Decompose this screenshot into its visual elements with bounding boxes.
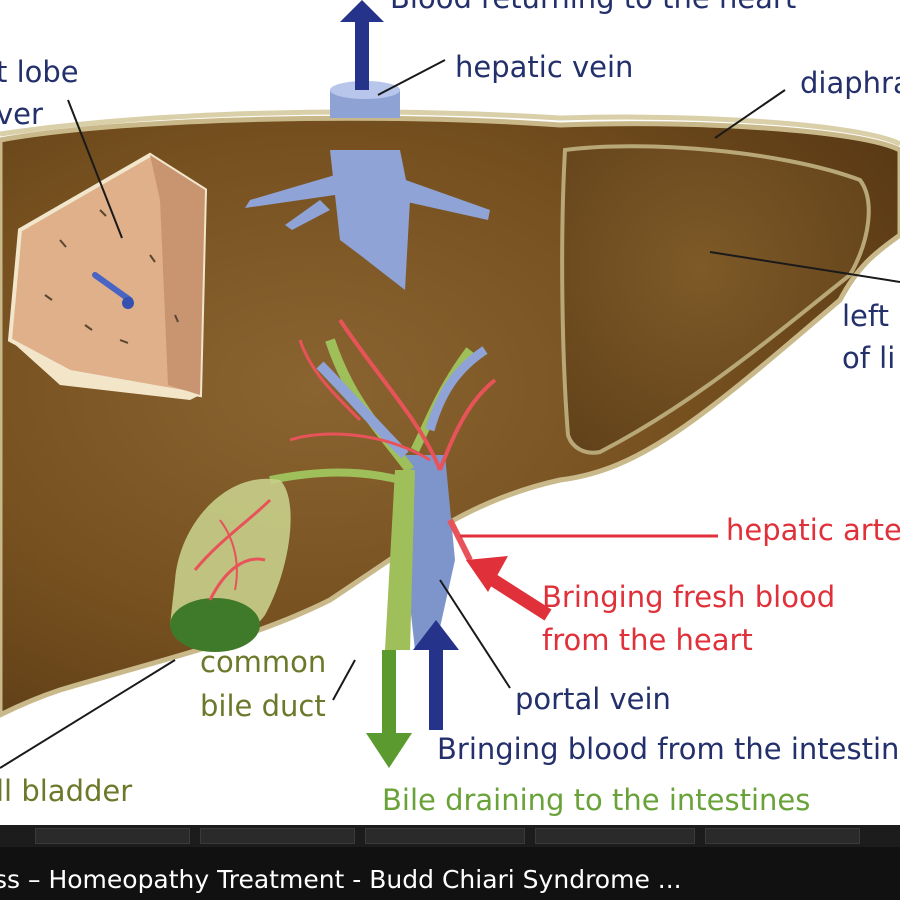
label-diaphragm: diaphra [800, 66, 900, 100]
storyboard-thumb[interactable] [35, 828, 190, 844]
storyboard-thumb[interactable] [705, 828, 860, 844]
diaphragm-edge [0, 109, 900, 147]
label-gall-bladder: ll bladder [0, 774, 132, 808]
gall-bladder [170, 478, 291, 652]
label-right-lobe-line2: ver [0, 97, 43, 131]
scrubber-pointer-icon [437, 825, 463, 828]
storyboard-strip[interactable] [0, 825, 900, 847]
label-blood-returning: Blood returning to the heart [390, 0, 796, 15]
label-bile-draining: Bile draining to the intestines [382, 783, 810, 817]
label-blood-intestine: Bringing blood from the intestin [437, 732, 899, 766]
label-left-lobe-line2: of li [842, 341, 895, 375]
liver-left-lobe [560, 144, 871, 455]
liver-diagram: Blood returning to the heart hepatic vei… [0, 0, 900, 817]
label-common-bile-line1: common [200, 645, 326, 679]
label-common-bile-line2: bile duct [200, 689, 326, 723]
label-right-lobe-line1: t lobe [0, 55, 79, 89]
arrow-fresh-blood [466, 556, 552, 621]
label-fresh-blood-line2: from the heart [542, 623, 753, 657]
storyboard-thumb[interactable] [200, 828, 355, 844]
arrow-portal-up [413, 620, 459, 730]
hepatic-vein-cylinder [330, 81, 400, 118]
label-left-lobe-line1: left [842, 299, 889, 333]
hepatic-vein-branches [245, 150, 490, 290]
arrow-blood-returning [340, 0, 384, 90]
video-title[interactable]: ss – Homeopathy Treatment - Budd Chiari … [0, 865, 682, 894]
leader-lines [0, 59, 900, 769]
arrow-bile-down [366, 650, 412, 768]
label-hepatic-artery: hepatic arte [726, 513, 900, 547]
liver-cross-section [7, 152, 208, 400]
video-info-bar: ss – Homeopathy Treatment - Budd Chiari … [0, 825, 900, 900]
label-hepatic-vein: hepatic vein [455, 50, 633, 84]
label-fresh-blood-line1: Bringing fresh blood [542, 580, 835, 614]
label-portal-vein: portal vein [515, 682, 671, 716]
storyboard-thumb[interactable] [535, 828, 695, 844]
storyboard-thumb[interactable] [365, 828, 525, 844]
portal-triad [269, 318, 497, 650]
